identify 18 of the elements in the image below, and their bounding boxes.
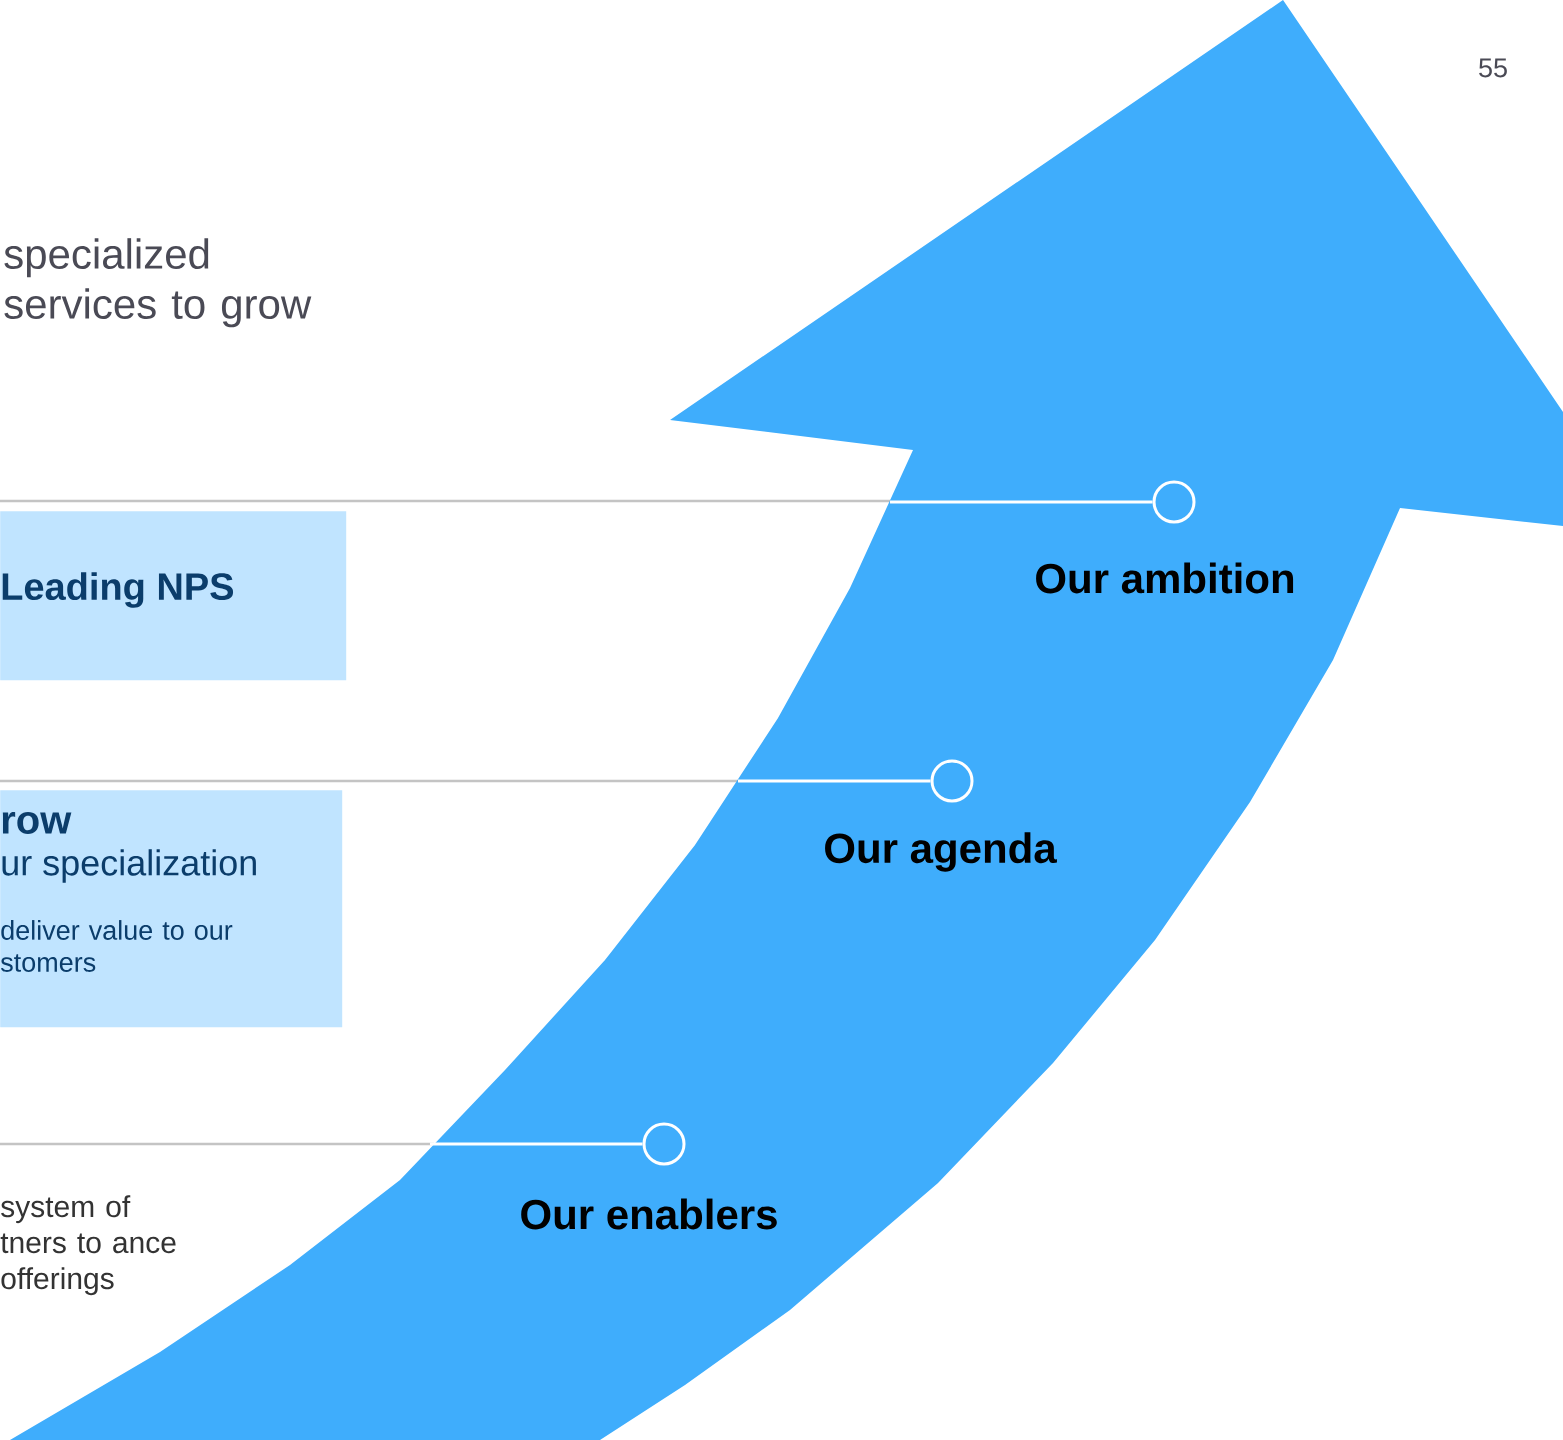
stage-label: Our agenda bbox=[825, 832, 1057, 872]
circle-marker bbox=[930, 759, 974, 803]
circle-marker bbox=[1152, 480, 1196, 524]
box-heading: row bbox=[2, 812, 72, 834]
connector-line bbox=[738, 779, 931, 783]
box-text: deliver value to our stomers bbox=[0, 920, 233, 972]
text-box bbox=[0, 511, 347, 681]
heading-text: specialized services to grow bbox=[4, 238, 312, 328]
connector-line bbox=[430, 1142, 643, 1146]
box-heading: Leading NPS bbox=[2, 572, 234, 608]
page-number: 55 bbox=[1479, 58, 1507, 78]
body-text: system of tners to ance offerings bbox=[0, 1195, 176, 1296]
stage-label: Our ambition bbox=[1036, 562, 1294, 594]
connector-line bbox=[890, 500, 1153, 504]
text-box bbox=[0, 790, 343, 1028]
circle-marker bbox=[642, 1122, 686, 1166]
box-text: ur specialization bbox=[2, 849, 256, 883]
stage-label: Our enablers bbox=[521, 1198, 777, 1230]
